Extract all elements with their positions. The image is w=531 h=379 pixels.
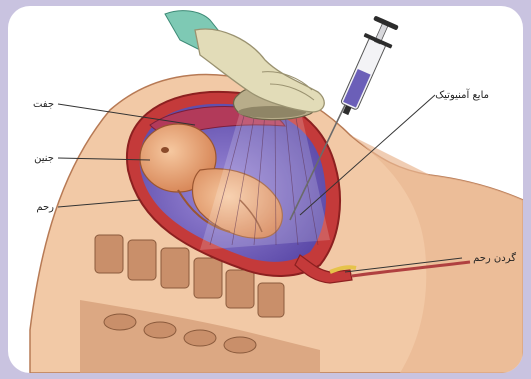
label-fetus: جنین (34, 153, 54, 164)
label-uterus: رحم (36, 202, 54, 213)
label-cervix: گردن رحم (473, 252, 516, 264)
label-amniotic-fluid: مایع آمنیوتیک (435, 88, 489, 101)
label-placenta: جفت (33, 99, 54, 110)
